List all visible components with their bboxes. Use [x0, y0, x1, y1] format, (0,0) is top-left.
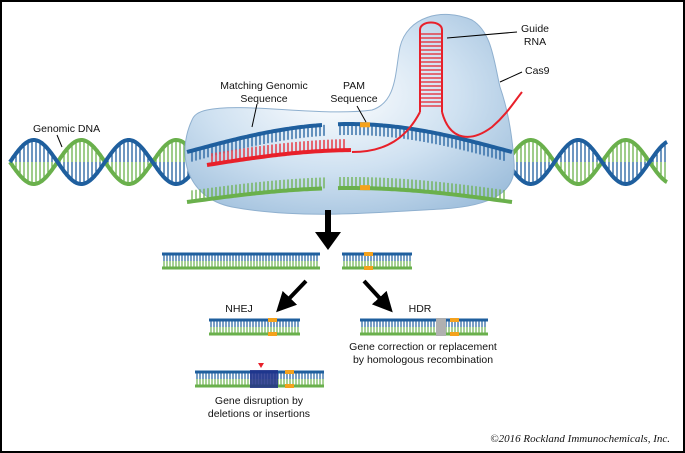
- pam-site: [360, 185, 370, 191]
- pam-site: [450, 318, 459, 322]
- dna-strand-b: [8, 138, 199, 186]
- copyright-notice: ©2016 Rockland Immunochemicals, Inc.: [490, 433, 670, 445]
- guide-linker: [351, 111, 421, 153]
- pam-site: [360, 122, 370, 128]
- non-target-strand-left: [186, 186, 323, 204]
- leader-genomic-dna: [56, 134, 63, 148]
- guide-hairpin: [419, 21, 443, 112]
- label-guide-rna-2: RNA: [524, 36, 546, 48]
- nhej-repaired-dna: [209, 318, 300, 336]
- label-guide-rna: Guide: [521, 23, 549, 35]
- guide-spacer: [206, 148, 352, 167]
- dna-strand-a: [505, 138, 668, 186]
- unwound-dna: [186, 122, 513, 204]
- guide-rna: [206, 21, 523, 167]
- pam-site: [285, 370, 294, 374]
- cleavage-arrow: [315, 210, 341, 250]
- label-pam: PAM: [343, 80, 365, 92]
- homologous-insert: [436, 318, 446, 336]
- leader-guide-rna: [446, 31, 518, 39]
- cleaved-dna-fragments: [162, 252, 412, 270]
- hdr-repaired-dna: [360, 318, 488, 336]
- label-matching-genomic: Matching Genomic: [220, 80, 308, 92]
- dna-strand-a: [8, 138, 199, 186]
- cas9-protein: [184, 13, 515, 215]
- leader-matching: [251, 103, 258, 128]
- label-nhej: NHEJ: [225, 303, 252, 315]
- guide-tail: [441, 91, 523, 138]
- label-pam-sequence: Sequence: [330, 93, 377, 105]
- hdr-description-1: Gene correction or replacement: [349, 341, 497, 353]
- genomic-dna-helix-right: [505, 138, 668, 186]
- nhej-description-2: deletions or insertions: [208, 408, 310, 420]
- nhej-indel-dna: [195, 363, 324, 388]
- indel-marker: [258, 363, 264, 368]
- leader-cas9: [499, 71, 523, 83]
- hdr-description-2: by homologous recombination: [353, 354, 493, 366]
- label-matching-sequence: Sequence: [240, 93, 287, 105]
- pam-site: [364, 252, 373, 256]
- pam-site: [268, 332, 277, 336]
- label-hdr: HDR: [409, 303, 432, 315]
- label-genomic-dna: Genomic DNA: [33, 123, 100, 135]
- arrow-to-nhej: [276, 279, 308, 313]
- pam-site: [268, 318, 277, 322]
- pam-site: [285, 384, 294, 388]
- dna-strand-b: [505, 138, 668, 186]
- pam-site: [364, 266, 373, 270]
- label-cas9: Cas9: [525, 65, 550, 77]
- indel-region: [250, 370, 278, 388]
- arrow-to-hdr: [362, 279, 393, 313]
- target-strand-left: [186, 123, 323, 154]
- genomic-dna-helix-left: [8, 138, 199, 186]
- leader-pam: [356, 105, 367, 123]
- nhej-description-1: Gene disruption by: [215, 395, 304, 407]
- pam-site: [450, 332, 459, 336]
